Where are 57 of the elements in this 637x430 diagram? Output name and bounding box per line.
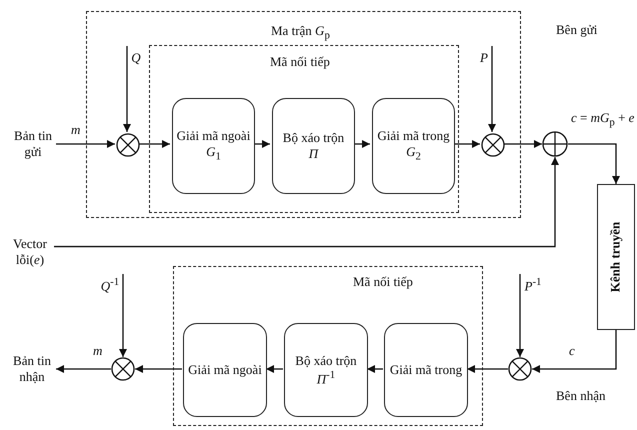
block-label: Bộ xáo trộn	[295, 352, 357, 369]
arrow	[56, 365, 111, 373]
group-title: Mã nối tiếp	[270, 54, 330, 70]
process-box	[372, 98, 455, 194]
signal-label: P$^{-1}$	[520, 274, 546, 296]
block-label: Giải mã ngoài	[176, 128, 250, 144]
arrow	[568, 143, 620, 184]
multiplier-symbol	[111, 357, 135, 381]
multiplier-symbol	[508, 357, 532, 381]
edge-label: c = mG$_{p}$ + e	[570, 110, 636, 129]
dashed-group-frame	[149, 45, 459, 213]
arrow	[516, 274, 524, 357]
adder-symbol	[542, 131, 568, 157]
process-box	[172, 98, 255, 194]
multiplier-symbol	[481, 133, 505, 157]
block-symbol: Π	[308, 146, 318, 162]
process-box	[183, 323, 267, 417]
group-title: Ma trận G$_{p}$	[271, 23, 330, 42]
arrow	[123, 46, 131, 132]
arrow	[367, 365, 383, 373]
arrow	[532, 330, 617, 373]
block-label: Giải mã trong	[390, 362, 462, 378]
signal-label: Bản tin gửi	[10, 126, 56, 162]
block-label: Bộ xáo trộn	[282, 130, 344, 146]
block-label: Giải mã trong	[377, 128, 450, 144]
block-symbol: Π$^{-1}$	[316, 368, 336, 388]
signal-label: Q	[128, 47, 144, 69]
process-box	[384, 323, 468, 417]
group-title: Mã nối tiếp	[353, 274, 413, 290]
arrow	[135, 365, 182, 373]
dashed-group-frame	[173, 266, 483, 426]
arrow	[453, 140, 480, 148]
process-box	[284, 323, 368, 417]
side-label: Bên gửi	[556, 22, 598, 38]
arrow	[119, 274, 127, 357]
arrow	[253, 140, 270, 148]
arrow	[504, 140, 542, 148]
side-label: Bên nhận	[556, 388, 606, 404]
signal-label: Vector lỗi(e)	[6, 236, 54, 268]
dashed-group-frame	[86, 11, 521, 218]
signal-label: Bản tin nhận	[8, 351, 56, 387]
arrow	[54, 157, 559, 248]
arrow	[266, 365, 283, 373]
process-box	[272, 98, 355, 194]
channel-label: Kênh truyền	[608, 220, 624, 294]
arrow	[467, 365, 508, 373]
signal-label: P	[475, 47, 493, 69]
arrow	[353, 140, 370, 148]
block-symbol: G$_{1}$	[206, 144, 221, 164]
arrow	[488, 46, 496, 132]
channel-box	[597, 184, 635, 330]
arrow	[139, 140, 170, 148]
block-symbol: G$_{2}$	[406, 144, 421, 164]
multiplier-symbol	[116, 133, 140, 157]
arrow	[56, 140, 115, 148]
block-label: Giải mã ngoài	[188, 362, 262, 378]
signal-label: Q$^{-1}$	[97, 274, 123, 296]
